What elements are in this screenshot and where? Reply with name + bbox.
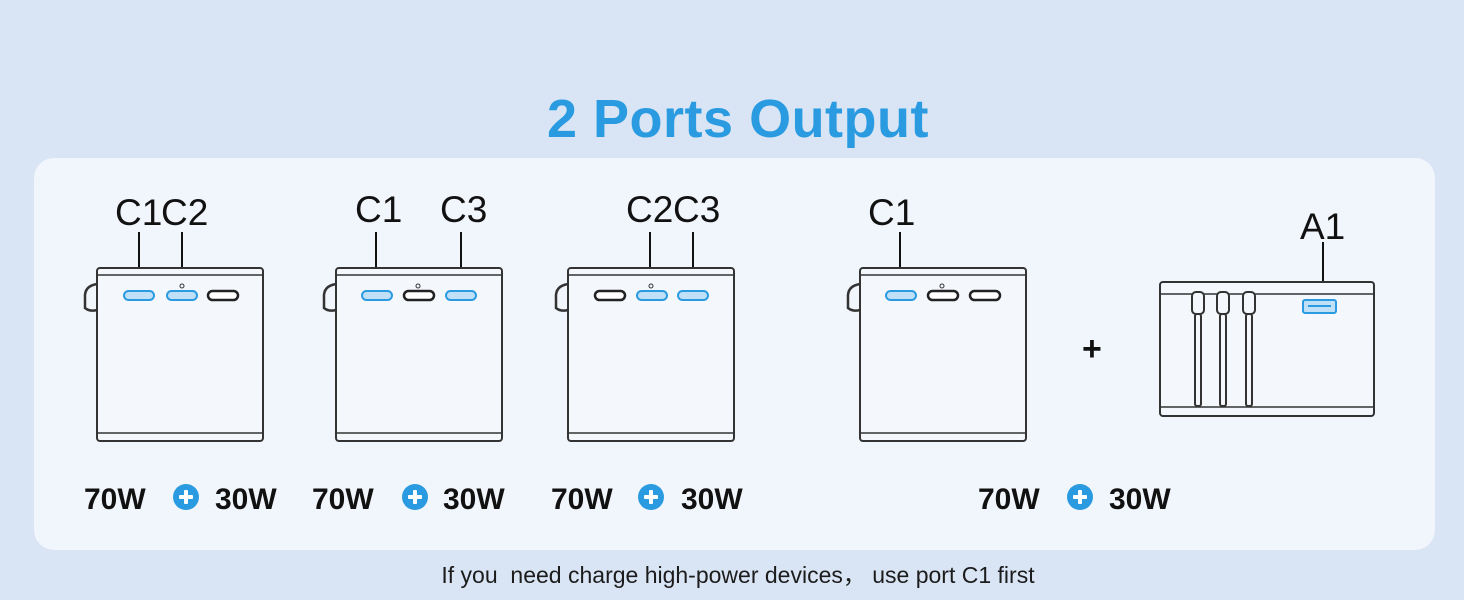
port-label-a1: A1 — [1300, 206, 1346, 247]
charger-illustration — [554, 232, 735, 442]
port-label-c1: C1 — [115, 192, 163, 233]
wattage-label: 30W — [215, 483, 277, 516]
wattage-label: 70W — [84, 483, 146, 516]
charger-illustration — [322, 232, 503, 442]
port-label-c2: C2 — [161, 192, 209, 233]
footnote-caption: If you need charge high-power devices， u… — [441, 562, 1035, 588]
port-label-c3: C3 — [440, 189, 488, 230]
wattage-label: 30W — [1109, 483, 1171, 516]
plus-icon: + — [1082, 330, 1102, 368]
port-label-c3: C3 — [673, 189, 721, 230]
wattage-label: 70W — [978, 483, 1040, 516]
plus-circle-icon — [638, 484, 664, 510]
port-label-c2: C2 — [626, 189, 674, 230]
page-title: 2 Ports Output — [547, 89, 929, 149]
port-label-c1: C1 — [355, 189, 403, 230]
charger-illustration — [846, 232, 1027, 442]
port-label-c1: C1 — [868, 192, 916, 233]
wattage-label: 70W — [551, 483, 613, 516]
charger-side-illustration — [1159, 242, 1375, 417]
plus-circle-icon — [1067, 484, 1093, 510]
plus-circle-icon — [402, 484, 428, 510]
charger-illustration — [83, 232, 264, 442]
wattage-label: 30W — [443, 483, 505, 516]
wattage-label: 30W — [681, 483, 743, 516]
wattage-label: 70W — [312, 483, 374, 516]
plus-circle-icon — [173, 484, 199, 510]
